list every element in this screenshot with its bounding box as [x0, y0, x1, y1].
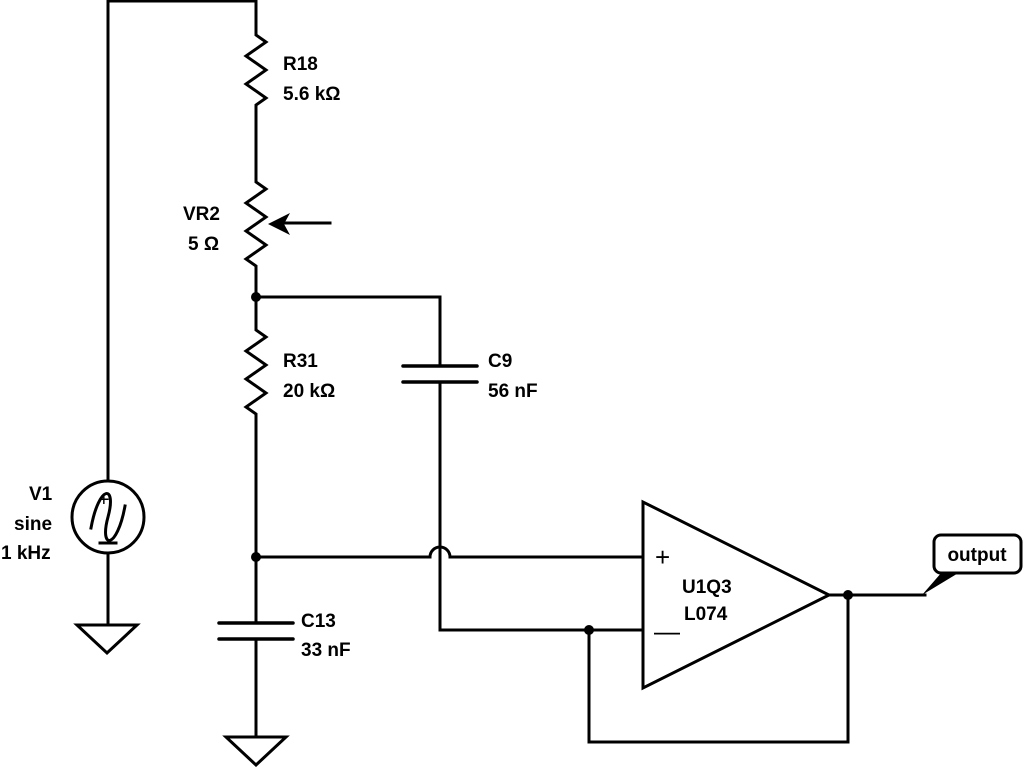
capacitor-c9[interactable] — [401, 364, 642, 632]
opamp-u1q3[interactable] — [641, 499, 833, 691]
ground-icon — [73, 623, 141, 656]
v1-frequency: 1 kHz — [1, 543, 51, 564]
v1-ref: V1 — [29, 484, 53, 505]
r31-value: 20 kΩ — [283, 381, 335, 402]
wire-node-vr2-c9 — [251, 292, 442, 368]
port-pointer-icon — [922, 572, 960, 595]
ground-icon — [222, 735, 290, 767]
resistor-r31[interactable] — [243, 295, 269, 559]
c9-value: 56 nF — [488, 381, 538, 402]
c13-value: 33 nF — [301, 640, 351, 661]
junction-dot — [843, 590, 853, 600]
wire-top-loop — [106, 0, 258, 482]
wiper-arrow-icon — [268, 213, 290, 235]
sine-wave-icon — [89, 492, 127, 542]
output-port-label: output — [947, 545, 1007, 566]
output-port[interactable]: output — [922, 533, 1023, 595]
resistor-r18[interactable] — [243, 28, 269, 152]
u1q3-part: L074 — [684, 604, 728, 625]
r18-value: 5.6 kΩ — [283, 84, 341, 105]
potentiometer-vr2[interactable] — [243, 148, 332, 299]
junction-dot — [584, 625, 594, 635]
c9-ref: C9 — [488, 351, 512, 372]
v1-type: sine — [14, 514, 52, 535]
v1-plus-sign: + — [98, 489, 110, 511]
c13-ref: C13 — [301, 611, 336, 632]
voltage-source-v1[interactable]: + — [70, 479, 146, 627]
wire-noninverting-input — [251, 545, 642, 562]
r18-ref: R18 — [283, 54, 318, 75]
vr2-value: 5 Ω — [188, 234, 219, 255]
wire-output-feedback — [584, 590, 927, 744]
u1q3-ref: U1Q3 — [682, 577, 732, 598]
opamp-minus-sign: — — [654, 616, 680, 646]
vr2-ref: VR2 — [183, 204, 220, 225]
r31-ref: R31 — [283, 351, 318, 372]
opamp-plus-sign: + — [655, 542, 670, 572]
capacitor-c13[interactable] — [217, 555, 295, 739]
